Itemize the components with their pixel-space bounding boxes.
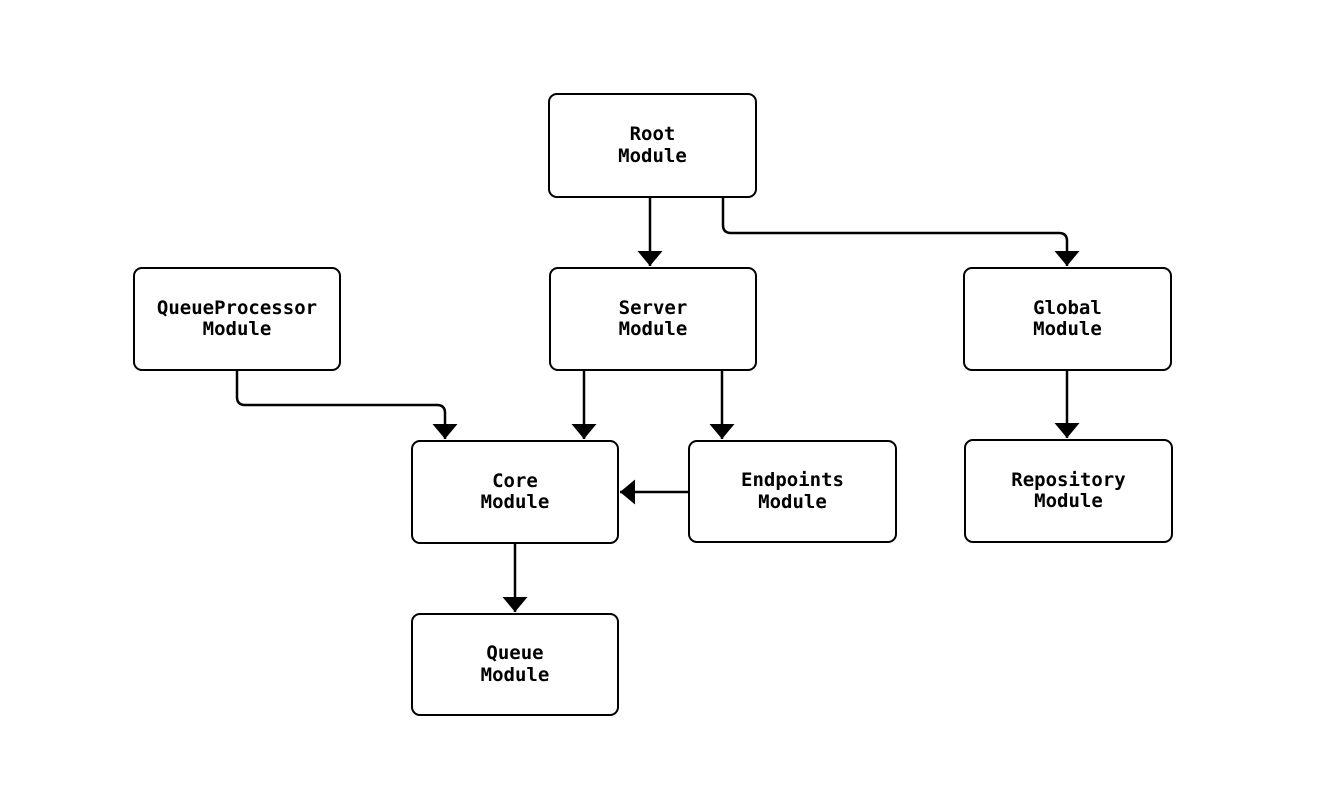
node-queue-module-label: Queue Module [480, 642, 550, 686]
node-queueprocessor-module: QueueProcessor Module [133, 267, 341, 371]
node-queueprocessor-module-label: QueueProcessor Module [156, 296, 318, 340]
node-core-module-label: Core Module [480, 469, 550, 513]
node-global-module: Global Module [963, 267, 1172, 371]
node-root-module: Root Module [548, 93, 757, 198]
node-queue-module: Queue Module [411, 613, 619, 716]
node-server-module-label: Server Module [618, 296, 688, 340]
node-repository-module: Repository Module [964, 439, 1173, 543]
edge-root-global [721, 198, 1080, 266]
node-core-module: Core Module [411, 440, 619, 544]
node-endpoints-module-label: Endpoints Module [741, 469, 844, 513]
node-root-module-label: Root Module [618, 123, 687, 167]
node-global-module-label: Global Module [1033, 296, 1102, 340]
node-server-module: Server Module [549, 267, 757, 371]
node-repository-module-label: Repository Module [1011, 468, 1126, 512]
node-endpoints-module: Endpoints Module [688, 440, 897, 543]
edge-queueprocessor-core [235, 371, 458, 439]
